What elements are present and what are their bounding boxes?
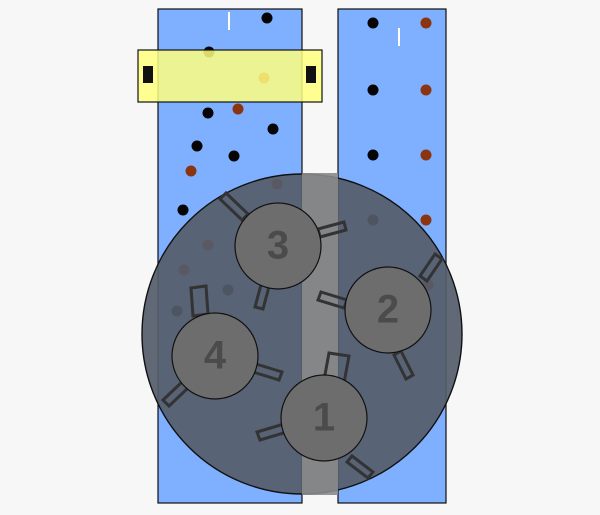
particle-black xyxy=(367,17,379,29)
particle-black xyxy=(267,123,279,135)
hub-1-label: 1 xyxy=(313,396,335,440)
particle-brown xyxy=(420,17,432,29)
hub-2-arm xyxy=(392,348,415,382)
sensor-left-end xyxy=(143,66,153,83)
hub-3-arm xyxy=(217,190,251,223)
particle-brown xyxy=(232,103,244,115)
hub-1: 1 xyxy=(255,351,376,481)
hub-4: 4 xyxy=(160,284,284,409)
particle-brown xyxy=(420,84,432,96)
hub-2-arm xyxy=(316,290,349,310)
hub-2-arm xyxy=(417,251,445,284)
hub-1-arm xyxy=(344,453,376,481)
sensor-bar xyxy=(137,49,323,103)
hub-1-circle xyxy=(280,374,368,462)
particle-black xyxy=(367,149,379,161)
particle-black xyxy=(228,150,240,162)
particle-brown xyxy=(420,149,432,161)
particle-black xyxy=(367,84,379,96)
particle-brown xyxy=(420,214,432,226)
hub-2: 2 xyxy=(316,251,445,382)
particle-brown xyxy=(185,165,197,177)
particle-black xyxy=(177,204,189,216)
hub-2-circle xyxy=(344,266,432,354)
sensor-body xyxy=(137,49,323,103)
particle-black xyxy=(191,140,203,152)
hub-3-label: 3 xyxy=(267,224,289,268)
sensor-right-end xyxy=(306,66,316,83)
hub-2-label: 2 xyxy=(377,288,399,332)
hub-3: 3 xyxy=(217,190,348,311)
particle-black xyxy=(202,107,214,119)
hub-4-circle xyxy=(171,312,259,400)
particle-black xyxy=(261,12,273,24)
hub-4-label: 4 xyxy=(204,334,227,378)
hub-3-circle xyxy=(234,202,322,290)
